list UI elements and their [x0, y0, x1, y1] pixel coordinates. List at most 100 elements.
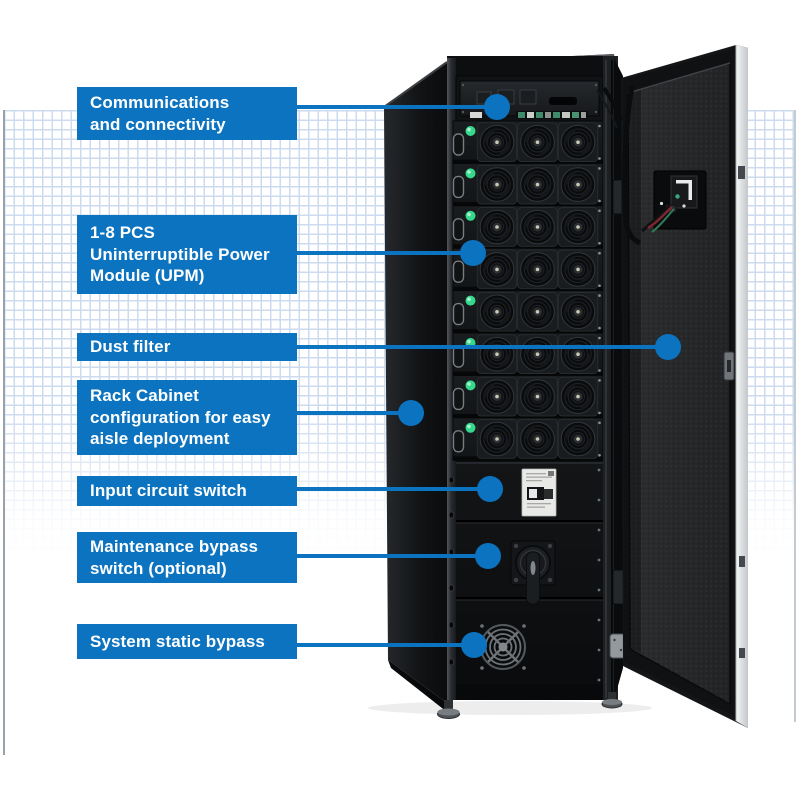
fan	[557, 164, 599, 205]
fan	[517, 419, 558, 459]
latch-slot	[738, 166, 745, 179]
callout-label: 1-8 PCS Uninterruptible Power Module (UP…	[90, 223, 270, 286]
fan-module-row	[452, 374, 604, 419]
fan	[557, 249, 599, 290]
io-connector-strip	[516, 111, 588, 119]
module-latch	[452, 175, 465, 199]
connector-line	[297, 251, 473, 255]
top-cable	[596, 89, 618, 129]
connector-line	[297, 554, 488, 558]
module-latch	[452, 260, 465, 283]
fan	[476, 334, 518, 374]
connector-dot	[484, 94, 510, 120]
fan	[476, 207, 518, 247]
callout-box: Dust filter	[77, 333, 297, 361]
handle-slot	[549, 97, 577, 105]
callout-box: System static bypass	[77, 624, 297, 659]
connector-dot	[475, 543, 501, 569]
grid-left-border	[3, 110, 5, 755]
fan	[557, 334, 599, 374]
callout-label: Dust filter	[90, 337, 171, 357]
callout-box: Input circuit switch	[77, 476, 297, 506]
fan	[517, 207, 558, 247]
top-cable	[602, 86, 623, 121]
status-led	[465, 168, 476, 179]
module-latch	[452, 302, 465, 326]
status-led	[465, 210, 476, 221]
door-cable	[622, 85, 642, 246]
grid-right-border	[794, 110, 796, 722]
connector-line	[297, 105, 497, 109]
input-circuit-switch	[521, 468, 557, 517]
fan	[557, 122, 599, 162]
module-latch	[452, 133, 465, 156]
small-label	[470, 112, 482, 118]
module-latch	[452, 387, 465, 411]
door-latch	[723, 351, 735, 381]
callout-label: Maintenance bypass switch (optional)	[90, 537, 259, 578]
hinge-gap	[614, 58, 623, 700]
fan	[557, 292, 599, 332]
fan	[476, 376, 518, 417]
connector-line	[297, 411, 411, 415]
front-left-post	[447, 58, 456, 700]
latch-slot	[739, 556, 745, 567]
module-latch	[452, 218, 465, 241]
connector-line	[297, 487, 490, 491]
callout-label: Input circuit switch	[90, 481, 247, 501]
connector-line	[297, 643, 474, 647]
fan-module-row	[452, 417, 604, 461]
door-edge-strip	[736, 45, 748, 728]
fan	[476, 122, 518, 162]
fan-module-section	[452, 120, 604, 461]
connector-line	[297, 345, 668, 349]
connector-dot	[655, 334, 681, 360]
right-screw-column	[597, 468, 601, 682]
module-latch	[452, 345, 465, 368]
fan	[517, 334, 558, 374]
connector-dot	[477, 476, 503, 502]
communications-bay	[455, 75, 604, 122]
fan	[557, 207, 599, 247]
status-led	[465, 422, 476, 433]
lower-section	[448, 462, 603, 700]
connector-dot	[461, 632, 487, 658]
status-led	[465, 126, 476, 136]
latch-slot	[739, 648, 745, 658]
status-led	[465, 380, 476, 391]
callout-box: 1-8 PCS Uninterruptible Power Module (UP…	[77, 215, 297, 294]
cabinet-side-panel	[383, 61, 448, 712]
fan-module-row	[452, 120, 604, 164]
cabinet-door	[621, 45, 748, 728]
fan	[517, 292, 558, 332]
callout-label: System static bypass	[90, 631, 265, 651]
fan-module-row	[452, 332, 604, 376]
connector-dot	[398, 400, 424, 426]
rotary-handle	[526, 551, 540, 605]
callout-box: Rack Cabinet configuration for easy aisl…	[77, 380, 297, 455]
status-led	[465, 295, 476, 306]
fan	[476, 249, 518, 290]
fan	[557, 419, 599, 459]
fan	[476, 292, 518, 332]
connector-cutout	[519, 89, 537, 105]
fan	[517, 376, 558, 417]
fan-module-row	[452, 290, 604, 334]
exhaust-fan-grille	[480, 624, 526, 670]
module-latch	[452, 430, 465, 453]
connector-dot	[460, 240, 486, 266]
leveling-foot	[601, 692, 623, 709]
callout-box: Communications and connectivity	[77, 87, 297, 140]
leveling-foot	[437, 700, 460, 719]
callout-label: Rack Cabinet configuration for easy aisl…	[90, 386, 271, 449]
fan	[517, 249, 558, 290]
callout-box: Maintenance bypass switch (optional)	[77, 532, 297, 583]
display-wires	[641, 204, 675, 233]
fan-module-row	[452, 162, 604, 207]
door-display-cutout	[653, 170, 707, 230]
fan	[517, 122, 558, 162]
fan	[517, 164, 558, 205]
frame-hinge-holes	[448, 476, 455, 666]
